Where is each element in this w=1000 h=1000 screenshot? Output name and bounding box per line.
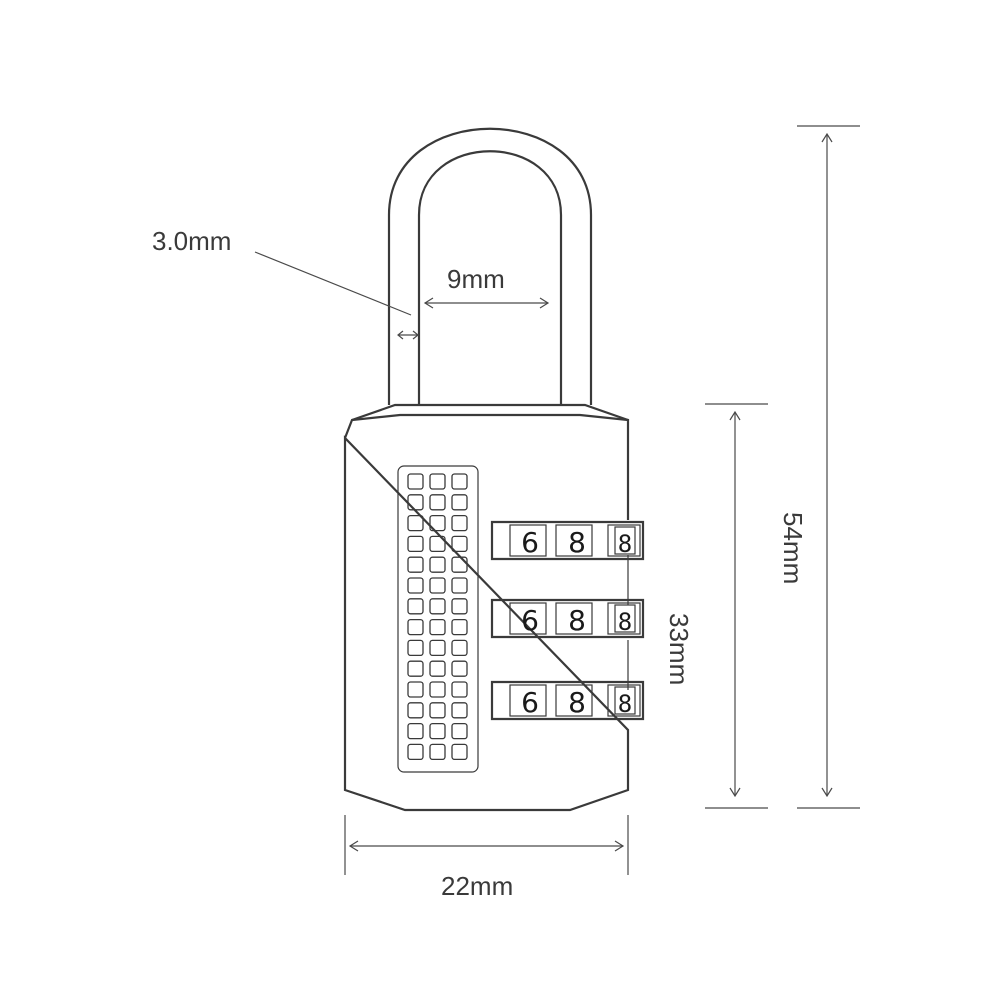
grip-cell xyxy=(451,722,468,740)
body-outline xyxy=(343,413,630,812)
grip-cell xyxy=(407,618,424,636)
overall-height-label: 54mm xyxy=(778,512,808,584)
grip-cell xyxy=(407,577,424,594)
grip-cell xyxy=(451,598,468,615)
grip-cell xyxy=(451,473,468,490)
dimension-body-width: 22mm xyxy=(344,815,629,901)
grip-pattern xyxy=(397,465,479,773)
grip-cell xyxy=(429,681,446,698)
dial-wheel[interactable] xyxy=(509,602,547,635)
dial-wheel[interactable] xyxy=(509,524,547,557)
grip-cell xyxy=(451,702,468,719)
dial-digit: 8 xyxy=(618,608,632,636)
grip-cell xyxy=(451,639,468,657)
grip-cell xyxy=(429,743,446,761)
dimension-shackle-gap: 9mm xyxy=(423,264,550,309)
shackle-thickness-label: 3.0mm xyxy=(152,226,231,256)
grip-cell xyxy=(429,556,446,573)
grip-cells xyxy=(407,473,468,761)
grip-cell xyxy=(429,535,446,553)
dial-wheel[interactable] xyxy=(607,684,641,717)
grip-cell xyxy=(451,514,468,532)
dimension-shackle-thickness: 3.0mm xyxy=(152,226,419,340)
grip-cell xyxy=(429,618,446,636)
dial-wheel-edge xyxy=(614,526,636,555)
shackle xyxy=(387,127,593,405)
dial-wheel-edge xyxy=(614,686,636,715)
grip-cell xyxy=(407,681,424,698)
dial-digit: 6 xyxy=(521,686,539,719)
shackle-inner xyxy=(417,150,563,405)
dial-digit: 8 xyxy=(618,690,632,718)
grip-cell xyxy=(429,494,446,511)
grip-cell xyxy=(407,535,424,553)
grip-cell xyxy=(451,743,468,761)
dimension-body-height: 33mm xyxy=(664,403,768,809)
dial-digit: 8 xyxy=(618,530,632,558)
grip-cell xyxy=(407,514,424,532)
grip-cell xyxy=(451,535,468,553)
grip-cell xyxy=(451,494,468,511)
grip-cell xyxy=(407,473,424,490)
grip-cell xyxy=(429,639,446,657)
grip-cell xyxy=(451,577,468,594)
grip-cell xyxy=(429,598,446,615)
grip-cell xyxy=(451,681,468,698)
dial-wheel-edge xyxy=(614,604,636,633)
grip-cell xyxy=(407,743,424,761)
dial-wheel[interactable] xyxy=(509,684,547,717)
grip-cell xyxy=(429,660,446,677)
grip-cell xyxy=(429,473,446,490)
dial-wheel[interactable] xyxy=(607,602,641,635)
grip-cell xyxy=(407,556,424,573)
dial-frame xyxy=(490,598,645,639)
dial-digit: 6 xyxy=(521,526,539,559)
shackle-gap-label: 9mm xyxy=(447,264,505,294)
grip-cell xyxy=(451,660,468,677)
grip-frame xyxy=(397,465,479,773)
grip-cell xyxy=(451,618,468,636)
grip-cell xyxy=(407,494,424,511)
grip-cell xyxy=(451,556,468,573)
dial-digit: 8 xyxy=(568,604,586,637)
grip-cell xyxy=(407,660,424,677)
dial-wheel[interactable] xyxy=(607,524,641,557)
dial-digit: 8 xyxy=(568,686,586,719)
body-top-collar xyxy=(351,403,629,422)
grip-cell xyxy=(407,702,424,719)
dial-frame xyxy=(490,680,645,721)
grip-cell xyxy=(429,514,446,532)
grip-cell xyxy=(407,639,424,657)
dimension-overall-height: 54mm xyxy=(778,125,860,809)
grip-cell xyxy=(407,598,424,615)
dial-wheel[interactable] xyxy=(555,602,593,635)
grip-cell xyxy=(429,577,446,594)
shackle-outer xyxy=(387,127,593,405)
grip-cell xyxy=(429,722,446,740)
lock-body xyxy=(343,403,630,812)
dial-frame xyxy=(490,520,645,561)
dial-digit: 8 xyxy=(568,526,586,559)
body-height-label: 33mm xyxy=(664,613,694,685)
body-width-label: 22mm xyxy=(441,871,513,901)
dial-wheel[interactable] xyxy=(555,524,593,557)
grip-cell xyxy=(429,702,446,719)
dial-digit: 6 xyxy=(521,604,539,637)
grip-cell xyxy=(407,722,424,740)
dial-wheel[interactable] xyxy=(555,684,593,717)
